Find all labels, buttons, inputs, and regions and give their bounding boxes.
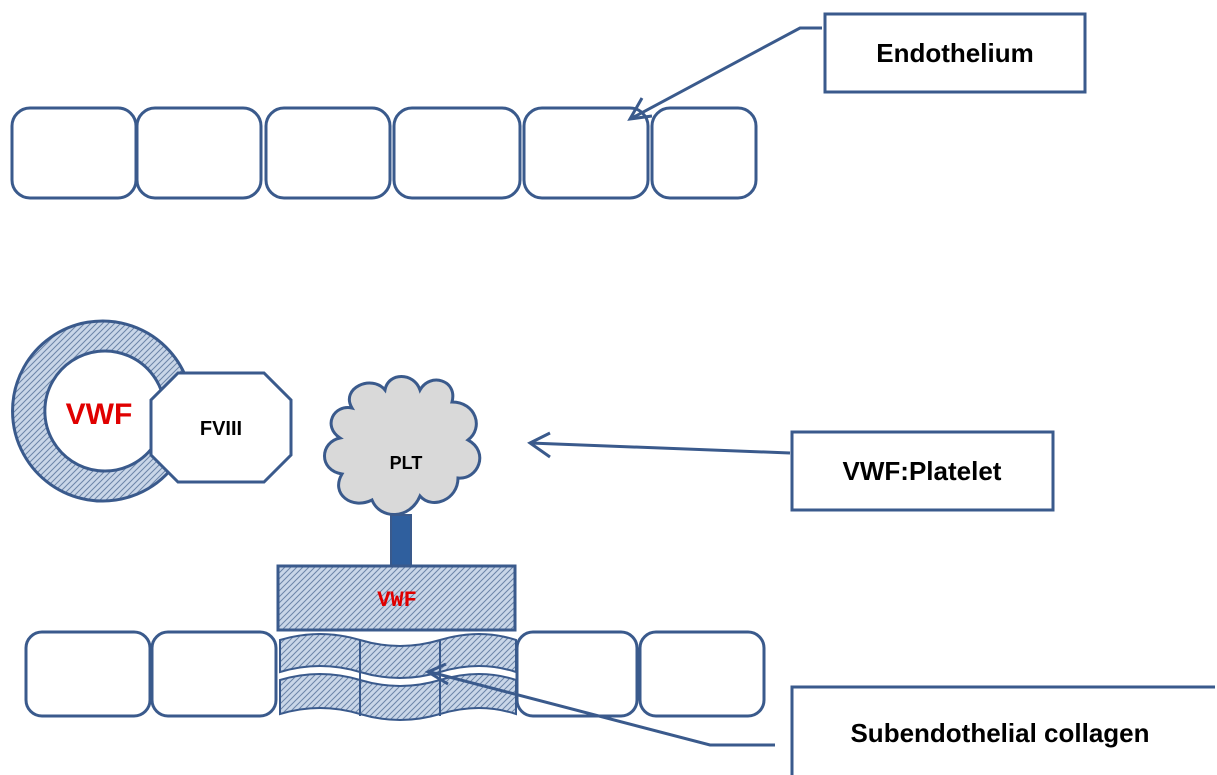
vwf-bound-label: VWF <box>377 588 417 613</box>
subendothelial-collagen <box>279 633 517 721</box>
endothelium-cells-bottom <box>24 630 766 718</box>
collagen-arrow-head <box>424 662 449 686</box>
platelet-stalk <box>390 514 412 568</box>
endothelium-label: Endothelium <box>876 38 1033 68</box>
plt-label: PLT <box>390 453 423 473</box>
collagen-fiber <box>279 673 517 721</box>
endothelial-cell <box>24 630 152 718</box>
collagen-label: Subendothelial collagen <box>850 718 1149 748</box>
collagen-callout: Subendothelial collagen <box>424 662 1215 775</box>
endothelium-arrow-head <box>627 97 653 121</box>
platelet-cloud <box>323 375 482 516</box>
endothelial-cell <box>135 106 263 200</box>
endothelial-cell <box>150 630 278 718</box>
endothelial-cell <box>515 630 639 718</box>
endothelial-cell <box>522 106 650 200</box>
endothelial-cell <box>650 106 758 200</box>
vwf-complex-label: VWF <box>66 398 133 431</box>
endothelium-callout: Endothelium <box>627 12 1087 121</box>
endothelium-arrow-line <box>631 26 822 120</box>
platelet: PLT <box>323 375 482 568</box>
vwf-platelet-callout: VWF:Platelet <box>527 430 1055 512</box>
collagen-label-box <box>790 685 1215 775</box>
vwf-platelet-label: VWF:Platelet <box>843 456 1002 486</box>
endothelial-cell <box>392 106 522 200</box>
vwf-bound-block: VWF <box>276 564 517 632</box>
fviii-octagon <box>149 371 293 484</box>
endothelial-cell <box>638 630 766 718</box>
collagen-fiber <box>279 633 517 679</box>
vwf-bound-rect <box>276 564 517 632</box>
vwf-platelet-arrow-head <box>527 431 551 459</box>
endothelial-cell <box>10 106 138 200</box>
fviii-label: FVIII <box>200 418 242 440</box>
endothelium-cells-top <box>10 106 758 200</box>
vwf-platelet-arrow-line <box>529 441 791 455</box>
collagen-arrow-line <box>429 670 775 747</box>
vwf-fviii-complex: VWF FVIII <box>11 319 293 503</box>
endothelial-cell <box>264 106 392 200</box>
vwf-platelet-label-box <box>790 430 1055 512</box>
endothelium-label-box <box>823 12 1087 94</box>
